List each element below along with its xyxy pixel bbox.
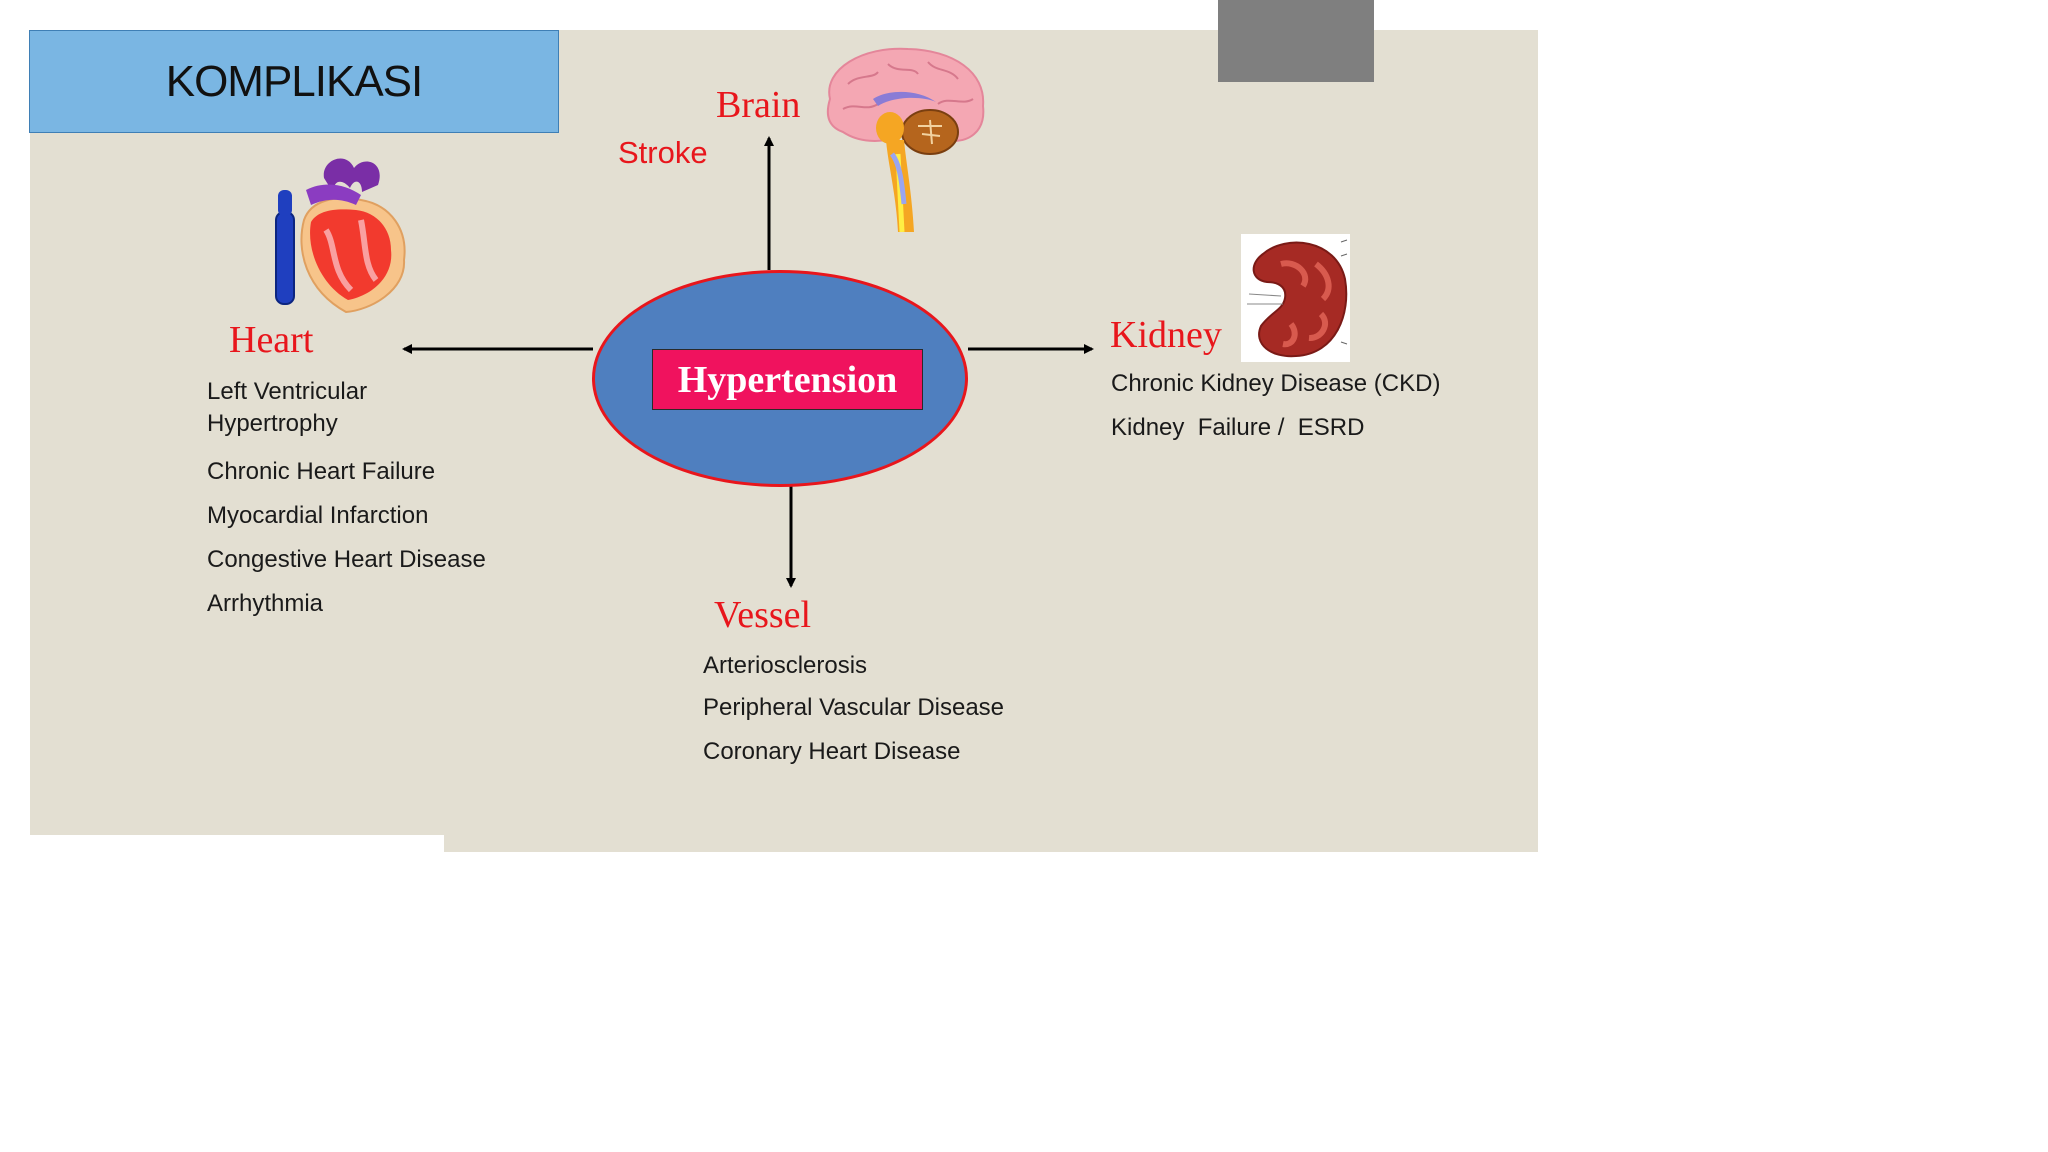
list-item: Congestive Heart Disease [207, 546, 486, 573]
slide-background-lower [444, 835, 1538, 852]
list-item: Hypertrophy [207, 410, 338, 437]
brain-label: Brain [716, 84, 801, 126]
vessel-label: Vessel [714, 594, 812, 636]
list-item: Left Ventricular [207, 378, 368, 405]
heart-illustration-icon [275, 158, 406, 314]
hypertension-label: Hypertension [677, 358, 898, 401]
heart-label: Heart [229, 319, 314, 361]
list-item: Arrhythmia [207, 590, 324, 617]
list-item: Chronic Kidney Disease (CKD) [1111, 370, 1441, 397]
heart-complication-list: Left Ventricular Hypertrophy Chronic Hea… [207, 376, 486, 626]
list-item: Kidney Failure / ESRD [1111, 414, 1365, 441]
list-item: Arteriosclerosis [703, 652, 868, 679]
list-item: Coronary Heart Disease [703, 738, 961, 765]
brain-illustration-icon [826, 47, 985, 233]
connector-arrows [402, 136, 1094, 588]
title-box: KOMPLIKASI [29, 30, 559, 133]
corner-decoration [1218, 0, 1374, 82]
kidney-label: Kidney [1110, 314, 1222, 356]
hypertension-label-box: Hypertension [652, 349, 923, 410]
list-item: Myocardial Infarction [207, 502, 429, 529]
list-item: Chronic Heart Failure [207, 458, 436, 485]
stroke-label: Stroke [618, 135, 708, 170]
kidney-illustration-icon [1241, 234, 1350, 362]
kidney-complication-list: Chronic Kidney Disease (CKD) Kidney Fail… [1111, 362, 1440, 450]
list-item: Peripheral Vascular Disease [703, 694, 1005, 721]
slide-title: KOMPLIKASI [165, 56, 424, 106]
vessel-complication-list: Arteriosclerosis Peripheral Vascular Dis… [703, 646, 1004, 774]
